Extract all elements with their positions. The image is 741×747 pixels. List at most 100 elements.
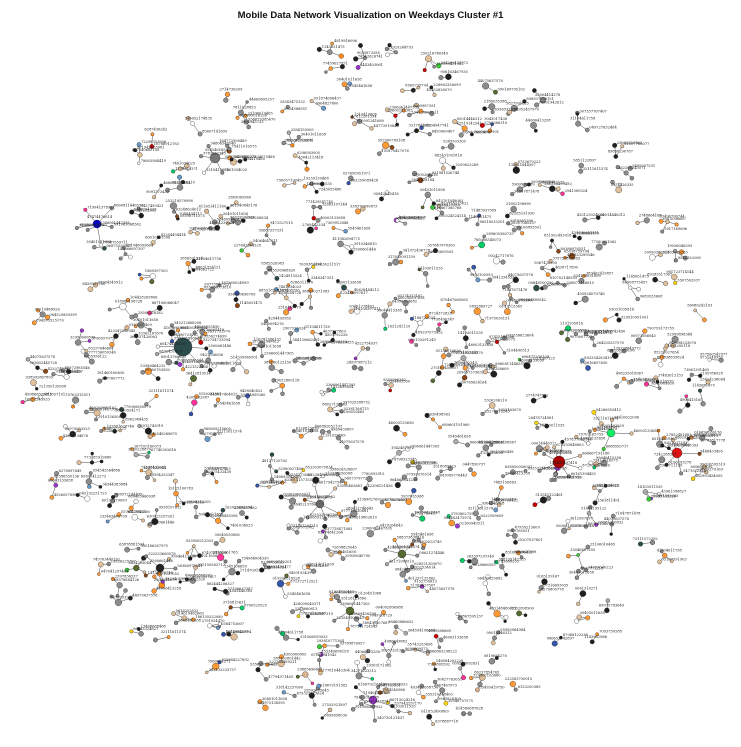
network-node-1042 (397, 549, 407, 559)
network-node-572 (402, 432, 408, 437)
node-id-label-199: 490619802610 (349, 516, 377, 520)
network-node-287 (383, 382, 388, 386)
network-node-224 (435, 475, 441, 481)
node-id-label-356: 60137279099 (102, 499, 128, 503)
node-id-label-755: 588373838816 (397, 535, 425, 539)
node-id-label-623: 3937035368 (401, 495, 425, 499)
node-id-label-650: 790759173755 (647, 327, 675, 331)
network-node-276 (171, 169, 176, 174)
node-id-label-548: 93461778402 (349, 304, 374, 308)
network-node-408 (340, 556, 346, 561)
network-node-108 (212, 586, 217, 591)
network-node-190 (239, 605, 245, 611)
network-node-167 (451, 310, 455, 314)
network-node-199 (350, 290, 354, 295)
node-id-label-525: 914619462669 (176, 611, 204, 615)
network-node-61 (432, 92, 437, 97)
network-node-526 (404, 579, 408, 583)
network-node-129 (194, 394, 199, 399)
network-node-534 (534, 451, 538, 456)
node-id-label-43: 6137513345 (499, 305, 523, 309)
node-id-label-11: 30401011658 (420, 188, 446, 192)
network-node-87 (448, 519, 455, 527)
network-node-931 (331, 226, 336, 230)
node-id-label-433: 411942694775 (333, 237, 361, 241)
node-id-label-609: 114442497418 (550, 461, 578, 465)
network-node-495 (646, 496, 652, 502)
network-node-242 (604, 607, 610, 614)
network-node-173 (512, 276, 519, 283)
node-id-label-157: 083089770443 (440, 474, 468, 478)
network-node-516 (72, 396, 80, 404)
node-id-label-56: 893354283419 (584, 356, 612, 360)
node-id-label-124: 9548320208 (678, 256, 702, 260)
network-node-215 (31, 320, 37, 326)
node-id-label-254: 8696699575 (405, 647, 429, 651)
network-node-270 (565, 337, 571, 342)
node-id-label-478: 71538431081 (141, 466, 166, 470)
node-id-label-575: 1345106650 (224, 565, 248, 569)
network-node-373 (299, 606, 304, 611)
node-id-label-586: 466862652197 (315, 425, 343, 429)
node-id-label-663: 910991341680 (357, 119, 385, 123)
network-node-510 (111, 495, 115, 500)
node-id-label-557: 74798323345 (392, 457, 418, 461)
network-node-169 (565, 518, 571, 524)
network-node-177 (679, 249, 685, 255)
node-id-label-593: 6396532236 (495, 108, 519, 112)
network-node-5 (497, 502, 502, 507)
node-id-label-596: 30401011658 (293, 429, 319, 433)
network-node-890 (392, 258, 400, 266)
network-node-266 (438, 425, 442, 430)
node-id-label-150: 357847978300 (427, 244, 455, 248)
node-id-label-385: 2791924470 (202, 619, 226, 623)
network-node-498 (266, 223, 271, 228)
network-node-456 (411, 332, 416, 338)
node-id-label-456: 7330805592 (427, 662, 450, 666)
network-node-314 (671, 335, 679, 343)
network-node-686 (302, 671, 309, 678)
node-id-label-100: 37905264418 (413, 173, 439, 177)
node-id-label-81: 1721760427 (414, 512, 438, 516)
network-node-394 (534, 102, 540, 108)
node-id-label-160: 93167591903 (662, 557, 688, 561)
network-node-101 (473, 307, 481, 315)
network-node-82 (309, 181, 314, 186)
network-node-529 (386, 700, 390, 705)
node-id-label-351: 177810443304 (322, 669, 350, 673)
node-id-label-68: 71975030151 (485, 317, 510, 321)
network-node-497 (642, 489, 649, 495)
network-node-47 (335, 644, 340, 648)
network-node-1 (482, 234, 486, 239)
node-id-label-198: 3136982760 (357, 497, 381, 501)
node-id-label-393: 338370690873 (350, 204, 378, 208)
network-node-229 (657, 559, 662, 565)
node-id-label-41: 45452828079 (427, 88, 453, 92)
node-id-label-347: 14103011535 (637, 485, 663, 489)
network-node-225 (439, 469, 443, 474)
network-node-533 (577, 235, 582, 241)
network-node-183 (169, 202, 177, 210)
network-node-315 (583, 567, 589, 573)
node-id-label-749: 28410622006 (614, 415, 640, 419)
node-id-label-239: 1361811491 (597, 498, 620, 502)
network-node-75 (190, 121, 195, 126)
node-id-label-332: 5969902889 (512, 182, 536, 186)
network-node-426 (330, 337, 335, 343)
node-id-label-72: 51481195122 (581, 506, 606, 510)
network-node-389 (532, 502, 538, 508)
node-id-label-283: 390324524314 (439, 214, 467, 218)
node-id-label-442: 72298753936 (141, 140, 167, 144)
network-node-483 (503, 619, 507, 623)
network-node-330 (355, 672, 363, 680)
node-id-label-253: 366863298221 (430, 650, 457, 654)
node-id-label-662: 44773919848 (374, 124, 400, 128)
network-node-645 (311, 216, 316, 221)
network-edge-234 (257, 485, 270, 488)
node-id-label-758: 077713420681 (341, 509, 368, 513)
node-id-label-671: 768578884126 (112, 578, 140, 582)
network-node-58 (522, 99, 527, 104)
network-node-8 (550, 267, 556, 273)
node-id-label-610: 47794971405 (268, 675, 294, 679)
network-node-873 (499, 485, 504, 490)
